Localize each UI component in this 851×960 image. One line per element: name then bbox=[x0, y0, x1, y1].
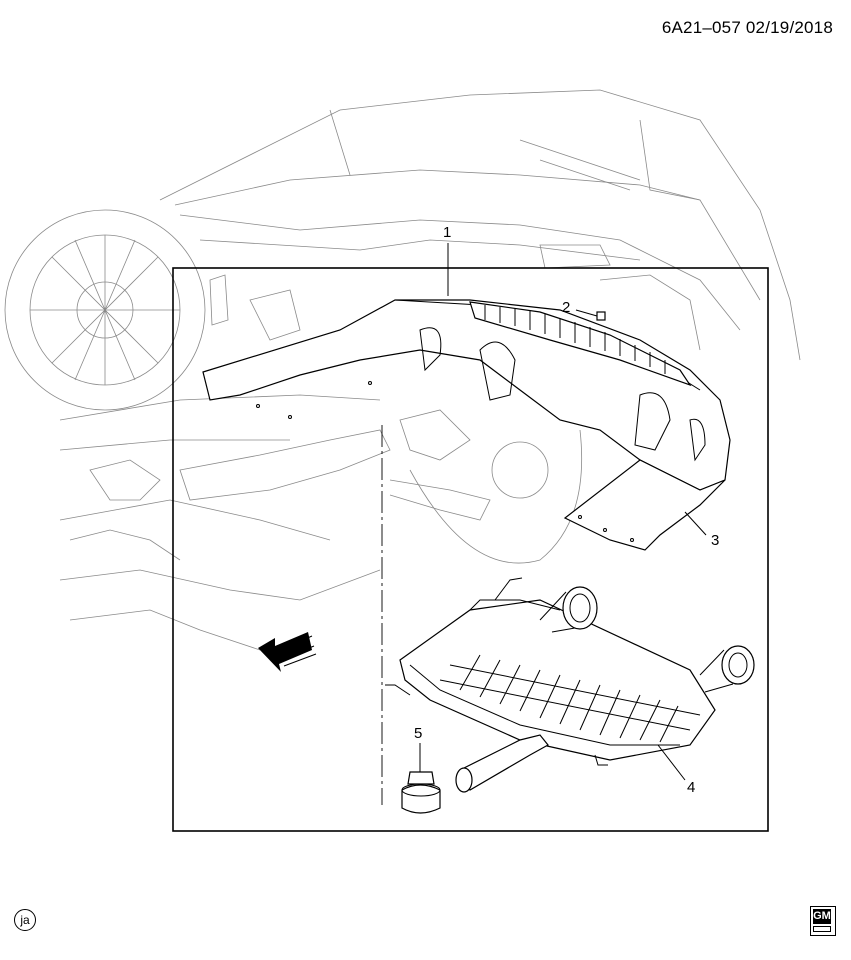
vehicle-underbody-background bbox=[4, 89, 801, 651]
front-direction-marker: FRT bbox=[258, 632, 317, 672]
detail-frame bbox=[172, 267, 769, 832]
callout-group: 1 2 3 4 5 bbox=[414, 224, 719, 796]
callout-4: 4 bbox=[687, 779, 695, 796]
diagram-code-date: 6A21–057 02/19/2018 bbox=[661, 18, 833, 37]
part-1-rear-fascia-lower bbox=[202, 299, 731, 551]
gm-logo-icon: GM bbox=[810, 906, 836, 936]
callout-5: 5 bbox=[414, 725, 422, 742]
author-initials-mark: ja bbox=[14, 909, 36, 931]
callout-2: 2 bbox=[562, 299, 570, 316]
callout-1: 1 bbox=[443, 224, 451, 241]
part-2-fastener bbox=[596, 311, 606, 321]
gm-logo-subtext bbox=[813, 926, 831, 932]
gm-logo-text: GM bbox=[813, 909, 831, 924]
front-direction-label: FRT bbox=[278, 637, 311, 664]
callout-3: 3 bbox=[711, 532, 719, 549]
part-4-muffler bbox=[385, 577, 755, 793]
part-5-clamp bbox=[401, 771, 441, 814]
